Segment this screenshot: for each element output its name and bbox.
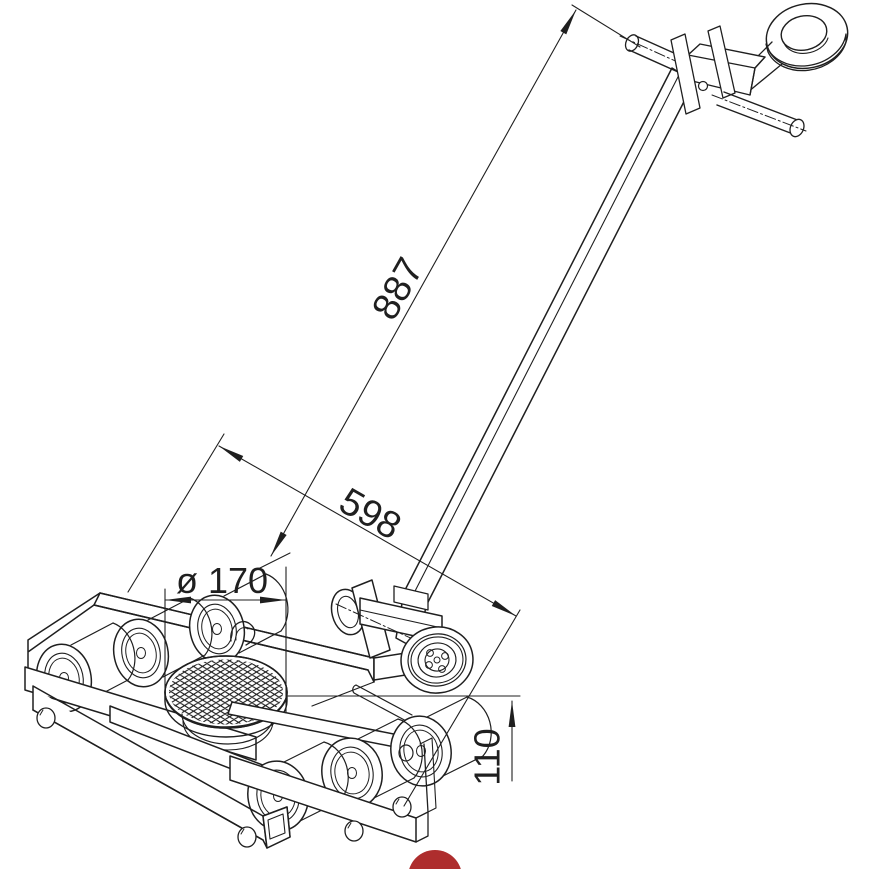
dim-diameter-label: ø 170 [176, 560, 268, 601]
linkage-rod [352, 684, 413, 724]
dimension-diagonal-length [127, 433, 521, 807]
dim-887-label: 887 [364, 251, 432, 327]
lashing-tab [230, 620, 256, 646]
bolt-head [36, 707, 56, 729]
dimension-turntable-diameter [164, 566, 287, 714]
handle-shaft [395, 67, 695, 651]
towing-eye [765, 2, 849, 72]
red-dot [409, 850, 461, 869]
dimension-height [287, 695, 521, 782]
front-roller-bank [227, 684, 492, 843]
chassis-frame [24, 573, 492, 849]
dim-110-label: 110 [467, 728, 508, 785]
dimensions [127, 4, 641, 807]
bolt-head [237, 826, 257, 848]
steering-wheel-near [400, 626, 474, 694]
bolt [697, 80, 709, 92]
bolt-head [344, 820, 364, 842]
t-grip-upper [619, 34, 703, 77]
side-rail [32, 685, 291, 849]
roller [321, 718, 423, 809]
steering-unit [330, 67, 695, 694]
bolt-head [392, 796, 412, 818]
t-grip-lower [711, 91, 807, 138]
dim-598-label: 598 [332, 480, 408, 548]
handle-head [619, 2, 849, 138]
bolt-head [398, 744, 414, 762]
